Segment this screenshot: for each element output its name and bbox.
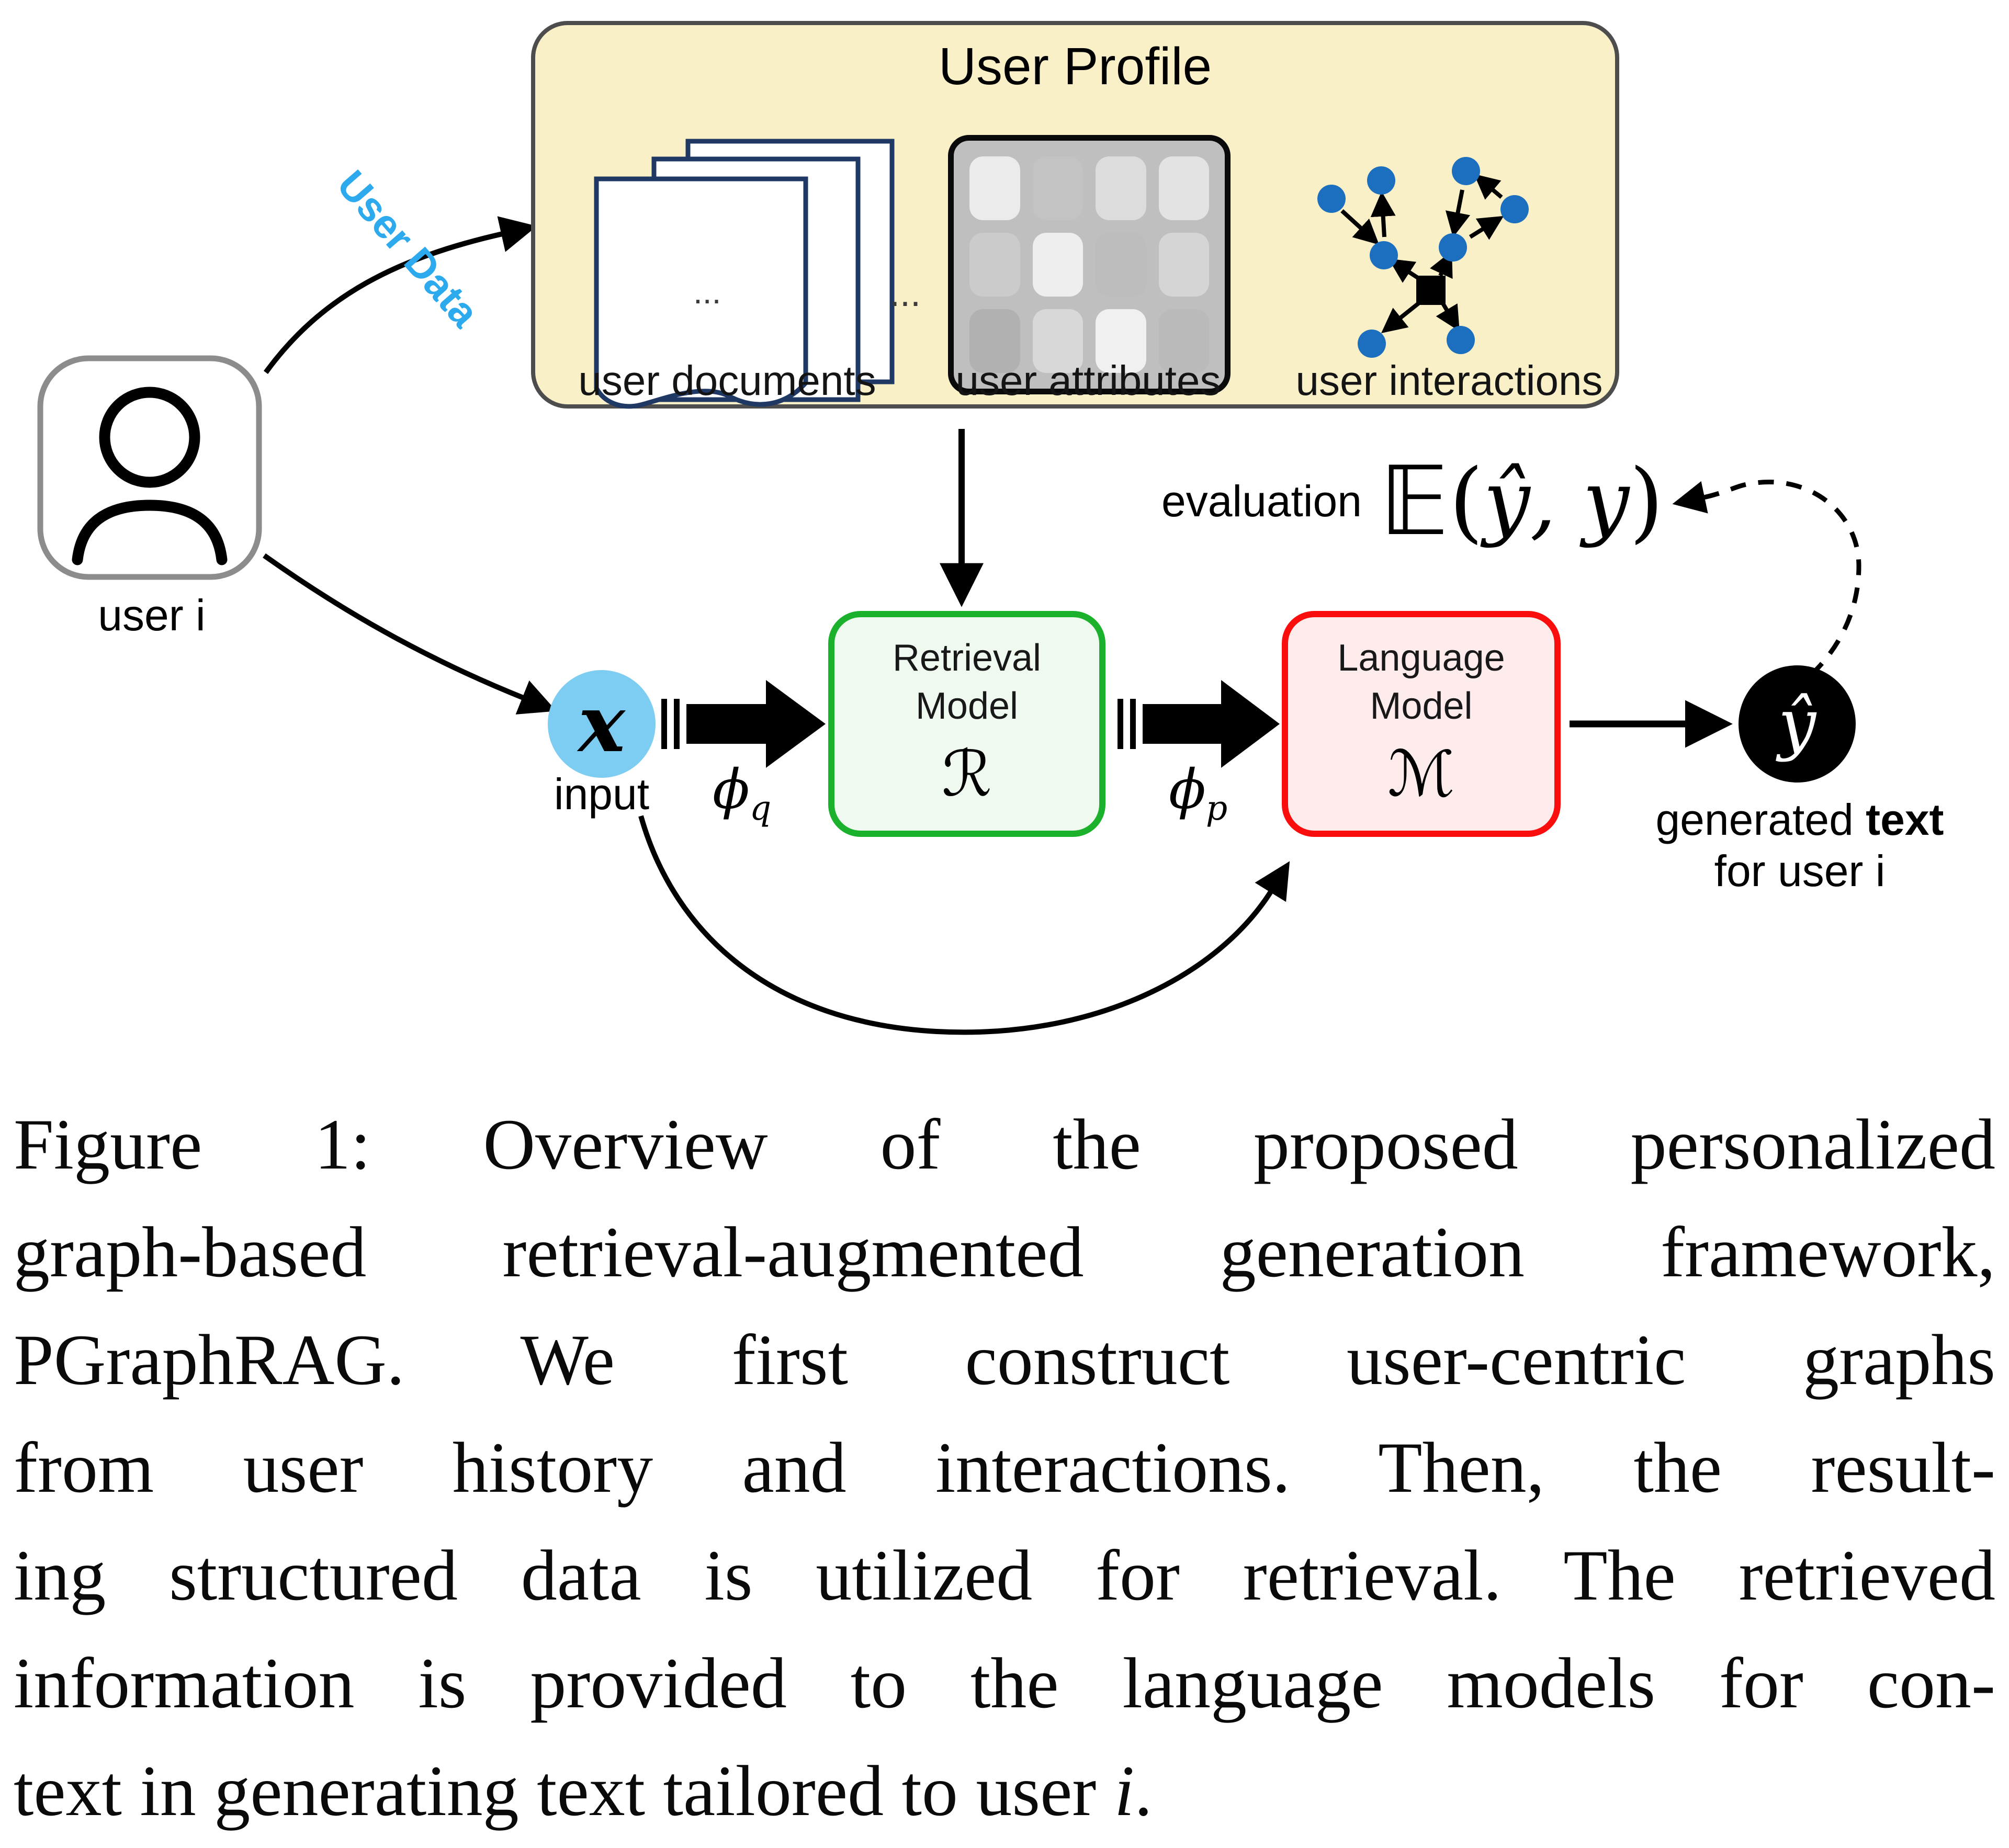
phi-q-base: ϕ [713,757,750,821]
caption-line-7-text: text in generating text tailored to user [14,1751,1114,1831]
thick-arrow-phi-p [1143,680,1280,768]
phi-p-sub: p [1205,788,1228,828]
input-label: input [554,769,650,819]
attribute-cell [969,156,1020,220]
formula-close-paren: ) [1629,450,1664,552]
evaluation-label: evaluation [1161,476,1362,526]
user-i-label: user i [98,591,206,640]
caption-line-3: PGraphRAG. We first construct user-centr… [14,1320,1995,1400]
phi-p-bar-1 [1118,699,1123,749]
generated-text-bold: text [1866,795,1944,844]
expectation-symbol: 𝔼 [1379,446,1449,557]
phi-p-label: ϕp [1169,757,1227,828]
phi-q-bar-2 [674,699,680,749]
svg-text:...: ... [693,273,721,311]
retrieval-model-line2: Model [915,685,1019,727]
retrieval-model-line1: Retrieval [892,637,1042,679]
caption-line-7-period: . [1134,1751,1153,1831]
attribute-cell [1032,309,1083,373]
user-documents-icon: ... [594,139,895,409]
thick-arrow-phi-q [686,680,826,768]
attribute-cell [1158,156,1209,220]
evaluation-formula: evaluation 𝔼 ( ŷ, y ) [1161,446,1716,557]
formula-arguments: ŷ, y [1483,453,1630,549]
formula-open-paren: ( [1449,450,1484,552]
phi-p-bar-2 [1130,699,1136,749]
output-node: ŷ [1739,665,1856,783]
attribute-cell [1096,156,1146,220]
input-symbol: x [578,678,625,770]
arrow-output-to-evaluation-dashed [1672,479,1861,677]
attribute-cell [1096,233,1146,297]
user-attributes-label: user attributes [955,357,1221,404]
caption-line-4: from user history and interactions. Then… [14,1427,1995,1507]
arrow-user-to-input [263,553,557,715]
language-model-line2: Model [1370,685,1473,727]
attribute-cell [969,309,1020,373]
phi-q-label: ϕq [713,757,771,828]
generated-text-label: generated text for user i [1632,794,1967,897]
attribute-cell [1032,156,1083,220]
output-symbol: ŷ [1778,685,1816,763]
user-attributes-icon [948,135,1231,394]
phi-q-bar-1 [661,699,667,749]
user-documents-label: user documents [578,357,876,404]
attribute-cell [1096,309,1146,373]
user-interactions-label: user interactions [1295,357,1603,404]
documents-ellipsis: ... [889,273,921,314]
attribute-cell [969,233,1020,297]
phi-q-sub: q [749,788,772,828]
input-node: x [548,670,656,778]
language-model-box: Language Model ℳ [1282,611,1561,837]
caption-line-1: Figure 1: Overview of the proposed perso… [14,1104,1995,1184]
figure-caption: Figure 1: Overview of the proposed perso… [0,1091,2009,1845]
user-interactions-icon [1317,157,1529,358]
language-model-symbol: ℳ [1387,738,1455,811]
phi-p-base: ϕ [1169,757,1206,821]
caption-line-2: graph-based retrieval-augmented generati… [14,1212,1995,1292]
caption-line-6: information is provided to the language … [14,1643,1995,1723]
retrieval-model-symbol: ℛ [942,738,992,811]
arrow-user-to-profile [263,216,537,374]
generated-text-line2: for user i [1714,846,1886,895]
attribute-cell [1158,233,1209,297]
caption-line-5: ing structured data is utilized for retr… [14,1535,1995,1615]
attribute-cell [1032,233,1083,297]
arrow-input-to-language-model [638,815,1290,1035]
language-model-line1: Language [1337,637,1505,679]
caption-line-7: text in generating text tailored to user… [14,1737,1995,1845]
generated-text-regular: generated [1655,795,1866,844]
caption-line-7-italic-i: i [1114,1751,1135,1831]
user-profile-title: User Profile [938,37,1212,96]
flow-arrows [263,216,1861,1035]
attribute-cell [1158,309,1209,373]
user-icon [37,355,262,580]
retrieval-model-box: Retrieval Model ℛ [828,611,1105,837]
